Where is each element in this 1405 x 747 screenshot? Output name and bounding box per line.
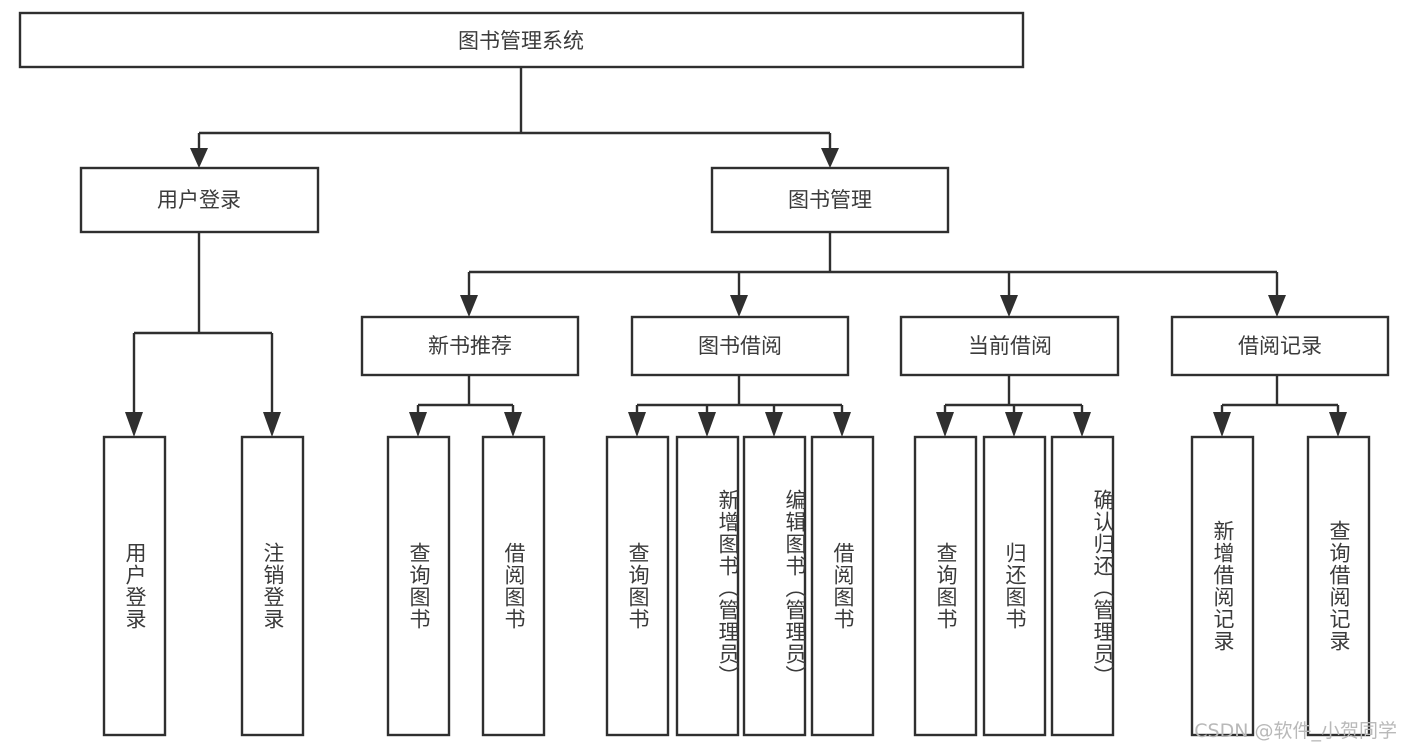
leaf-box-book-borrow-2[interactable] <box>675 435 740 737</box>
leaf-box-current-borrow-1[interactable] <box>913 435 978 737</box>
arrowhead-leaf-book-borrow-3 <box>765 412 783 437</box>
leaf-box-current-borrow-3[interactable] <box>1050 435 1115 737</box>
leaf-box-book-borrow-4[interactable] <box>810 435 875 737</box>
arrowhead-borrow-record <box>1268 295 1286 317</box>
node-new-book-recommend-box[interactable] <box>360 315 580 377</box>
leaf-box-new-book-2[interactable] <box>481 435 546 737</box>
leaf-box-book-borrow-1[interactable] <box>605 435 670 737</box>
node-new-book-recommend-label: 新书推荐 <box>428 334 512 358</box>
connector-group-book-manage <box>460 232 1286 317</box>
node-new-book-recommend[interactable]: 新书推荐 <box>360 315 580 377</box>
leaf-box-user-login-1[interactable] <box>102 435 167 737</box>
csdn-watermark: CSDN @软件_小贺同学 <box>1194 720 1397 742</box>
arrowhead-leaf-current-borrow-1 <box>936 412 954 437</box>
connector-group-current-borrow <box>936 375 1091 437</box>
arrowhead-book-borrow <box>730 295 748 317</box>
arrowhead-leaf-new-book-2 <box>504 412 522 437</box>
node-user-login-label: 用户登录 <box>157 188 241 212</box>
arrowhead-leaf-book-borrow-2 <box>698 412 716 437</box>
node-book-manage-box[interactable] <box>710 166 950 234</box>
arrowhead-current-borrow <box>1000 295 1018 317</box>
arrowhead-leaf-current-borrow-2 <box>1005 412 1023 437</box>
leaf-box-new-book-1[interactable] <box>386 435 451 737</box>
node-book-borrow-box[interactable] <box>630 315 850 377</box>
leaf-box-book-borrow-3[interactable] <box>742 435 807 737</box>
arrowhead-leaf-book-borrow-1 <box>628 412 646 437</box>
node-book-borrow-label: 图书借阅 <box>698 334 782 358</box>
node-root-label: 图书管理系统 <box>458 29 584 53</box>
arrowhead-book-manage <box>821 148 839 168</box>
arrowhead-leaf-current-borrow-3 <box>1073 412 1091 437</box>
arrowhead-user-login <box>190 148 208 168</box>
arrowhead-leaf-user-login-1 <box>125 412 143 437</box>
leaf-box-borrow-record-2[interactable] <box>1306 435 1371 737</box>
node-borrow-record-box[interactable] <box>1170 315 1390 377</box>
node-book-manage[interactable]: 图书管理 <box>710 166 950 234</box>
node-book-borrow[interactable]: 图书借阅 <box>630 315 850 377</box>
connector-group-new-book <box>409 375 522 437</box>
connector-group-borrow-record <box>1213 375 1347 437</box>
node-current-borrow[interactable]: 当前借阅 <box>899 315 1120 377</box>
leaf-box-borrow-record-1[interactable] <box>1190 435 1255 737</box>
connector-group-book-borrow <box>628 375 851 437</box>
node-borrow-record-label: 借阅记录 <box>1238 334 1322 358</box>
node-borrow-record[interactable]: 借阅记录 <box>1170 315 1390 377</box>
node-user-login[interactable]: 用户登录 <box>79 166 320 234</box>
arrowhead-new-book <box>460 295 478 317</box>
connector-group-user-login <box>125 232 281 437</box>
arrowhead-leaf-borrow-record-2 <box>1329 412 1347 437</box>
node-root-box[interactable] <box>18 11 1025 69</box>
leaf-box-current-borrow-2[interactable] <box>982 435 1047 737</box>
connector-group-root <box>190 67 839 168</box>
arrowhead-leaf-user-login-2 <box>263 412 281 437</box>
node-root[interactable]: 图书管理系统 <box>18 11 1025 69</box>
arrowhead-leaf-new-book-1 <box>409 412 427 437</box>
node-book-manage-label: 图书管理 <box>788 188 872 212</box>
node-current-borrow-box[interactable] <box>899 315 1120 377</box>
node-current-borrow-label: 当前借阅 <box>968 334 1052 358</box>
arrowhead-leaf-borrow-record-1 <box>1213 412 1231 437</box>
arrowhead-leaf-book-borrow-4 <box>833 412 851 437</box>
leaf-box-user-login-2[interactable] <box>240 435 305 737</box>
node-user-login-box[interactable] <box>79 166 320 234</box>
